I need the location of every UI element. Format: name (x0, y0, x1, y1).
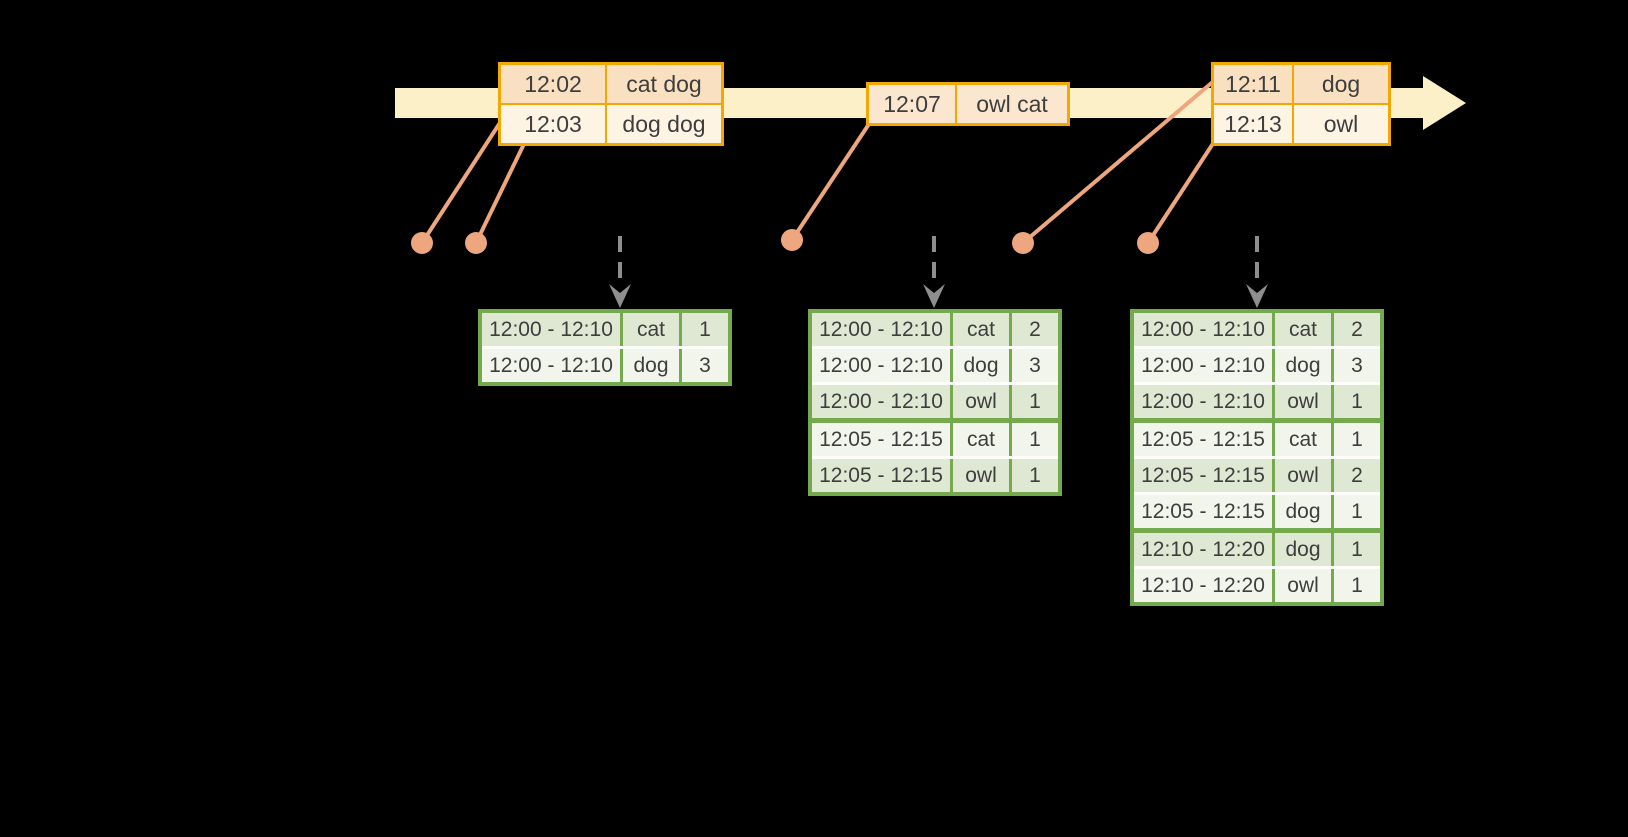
count-cell: 1 (1331, 423, 1380, 456)
word-cell: owl (1272, 569, 1331, 602)
window-cell: 12:05 - 12:15 (1141, 428, 1265, 451)
word-cell: cat (620, 313, 679, 346)
window-cell: 12:10 - 12:20 (1141, 538, 1265, 561)
event-words: owl (1292, 105, 1388, 143)
table-row: 12:05 - 12:15 dog 1 (1134, 492, 1380, 528)
event-dot (465, 232, 487, 254)
event-time: 12:07 (883, 91, 941, 117)
word-cell: owl (1272, 459, 1331, 492)
count-cell: 3 (679, 349, 728, 382)
window-cell: 12:05 - 12:15 (819, 464, 943, 487)
event-dot (411, 232, 433, 254)
event-dot (781, 229, 803, 251)
window-cell: 12:00 - 12:10 (819, 318, 943, 341)
word-cell: cat (950, 313, 1009, 346)
word-cell: cat (1272, 313, 1331, 346)
trigger-arrows (609, 236, 1268, 308)
event-row: 12:13 owl (1214, 103, 1388, 143)
event-words: owl cat (955, 85, 1067, 123)
word-cell: dog (620, 349, 679, 382)
count-cell: 1 (1009, 385, 1058, 418)
count-cell: 3 (1331, 349, 1380, 382)
window-cell: 12:00 - 12:10 (1141, 318, 1265, 341)
timeline-arrowhead-icon (1423, 76, 1466, 130)
result-table-3: 12:00 - 12:10 cat 2 12:00 - 12:10 dog 3 … (1130, 309, 1384, 606)
event-box-3: 12:11 dog 12:13 owl (1211, 62, 1391, 146)
event-connector-line (1146, 140, 1216, 245)
table-row: 12:00 - 12:10 cat 2 (812, 313, 1058, 346)
count-cell: 2 (1331, 313, 1380, 346)
event-words: dog (1292, 65, 1388, 103)
window-cell: 12:05 - 12:15 (819, 428, 943, 451)
count-cell: 1 (1331, 385, 1380, 418)
table-row: 12:00 - 12:10 owl 1 (812, 382, 1058, 418)
count-cell: 2 (1331, 459, 1380, 492)
event-words: dog dog (605, 105, 721, 143)
word-cell: owl (950, 459, 1009, 492)
count-cell: 1 (1331, 533, 1380, 566)
event-connector-line (474, 144, 525, 245)
table-row: 12:05 - 12:15 cat 1 (812, 418, 1058, 456)
word-cell: dog (1272, 349, 1331, 382)
word-cell: owl (1272, 385, 1331, 418)
event-dot (1137, 232, 1159, 254)
event-box-2: 12:07 owl cat (866, 82, 1070, 126)
event-time: 12:03 (524, 111, 582, 137)
word-cell: dog (1272, 495, 1331, 528)
table-row: 12:05 - 12:15 owl 1 (812, 456, 1058, 492)
word-cell: owl (950, 385, 1009, 418)
count-cell: 2 (1009, 313, 1058, 346)
table-row: 12:00 - 12:10 dog 3 (1134, 346, 1380, 382)
event-row: 12:11 dog (1214, 65, 1388, 103)
table-row: 12:00 - 12:10 cat 1 (482, 313, 728, 346)
count-cell: 1 (679, 313, 728, 346)
table-row: 12:00 - 12:10 dog 3 (482, 346, 728, 382)
window-cell: 12:10 - 12:20 (1141, 574, 1265, 597)
trigger-arrowhead-icon (1246, 284, 1268, 308)
table-row: 12:00 - 12:10 cat 2 (1134, 313, 1380, 346)
event-row: 12:02 cat dog (501, 65, 721, 103)
count-cell: 1 (1009, 423, 1058, 456)
window-cell: 12:00 - 12:10 (819, 354, 943, 377)
window-cell: 12:00 - 12:10 (1141, 354, 1265, 377)
word-cell: dog (950, 349, 1009, 382)
table-row: 12:00 - 12:10 owl 1 (1134, 382, 1380, 418)
event-time: 12:13 (1224, 111, 1282, 137)
event-connector-lines (420, 78, 1217, 245)
table-row: 12:05 - 12:15 owl 2 (1134, 456, 1380, 492)
word-cell: dog (1272, 533, 1331, 566)
count-cell: 1 (1009, 459, 1058, 492)
event-row: 12:07 owl cat (869, 85, 1067, 123)
table-row: 12:05 - 12:15 cat 1 (1134, 418, 1380, 456)
table-row: 12:10 - 12:20 owl 1 (1134, 566, 1380, 602)
word-cell: cat (950, 423, 1009, 456)
event-words: cat dog (605, 65, 721, 103)
window-cell: 12:00 - 12:10 (1141, 390, 1265, 413)
window-cell: 12:00 - 12:10 (819, 390, 943, 413)
result-table-2: 12:00 - 12:10 cat 2 12:00 - 12:10 dog 3 … (808, 309, 1062, 496)
trigger-arrowhead-icon (923, 284, 945, 308)
table-row: 12:10 - 12:20 dog 1 (1134, 528, 1380, 566)
word-cell: cat (1272, 423, 1331, 456)
event-connector-line (790, 122, 871, 242)
window-cell: 12:00 - 12:10 (489, 354, 613, 377)
trigger-arrowhead-icon (609, 284, 631, 308)
window-cell: 12:05 - 12:15 (1141, 464, 1265, 487)
event-dots (411, 229, 1159, 254)
event-connector-line (1021, 78, 1217, 245)
count-cell: 1 (1331, 495, 1380, 528)
result-table-1: 12:00 - 12:10 cat 1 12:00 - 12:10 dog 3 (478, 309, 732, 386)
event-dot (1012, 232, 1034, 254)
event-row: 12:03 dog dog (501, 103, 721, 143)
event-box-1: 12:02 cat dog 12:03 dog dog (498, 62, 724, 146)
count-cell: 1 (1331, 569, 1380, 602)
table-row: 12:00 - 12:10 dog 3 (812, 346, 1058, 382)
event-time: 12:02 (524, 71, 582, 97)
event-connector-line (420, 113, 507, 245)
count-cell: 3 (1009, 349, 1058, 382)
window-cell: 12:05 - 12:15 (1141, 500, 1265, 523)
window-cell: 12:00 - 12:10 (489, 318, 613, 341)
event-time: 12:11 (1225, 71, 1281, 97)
